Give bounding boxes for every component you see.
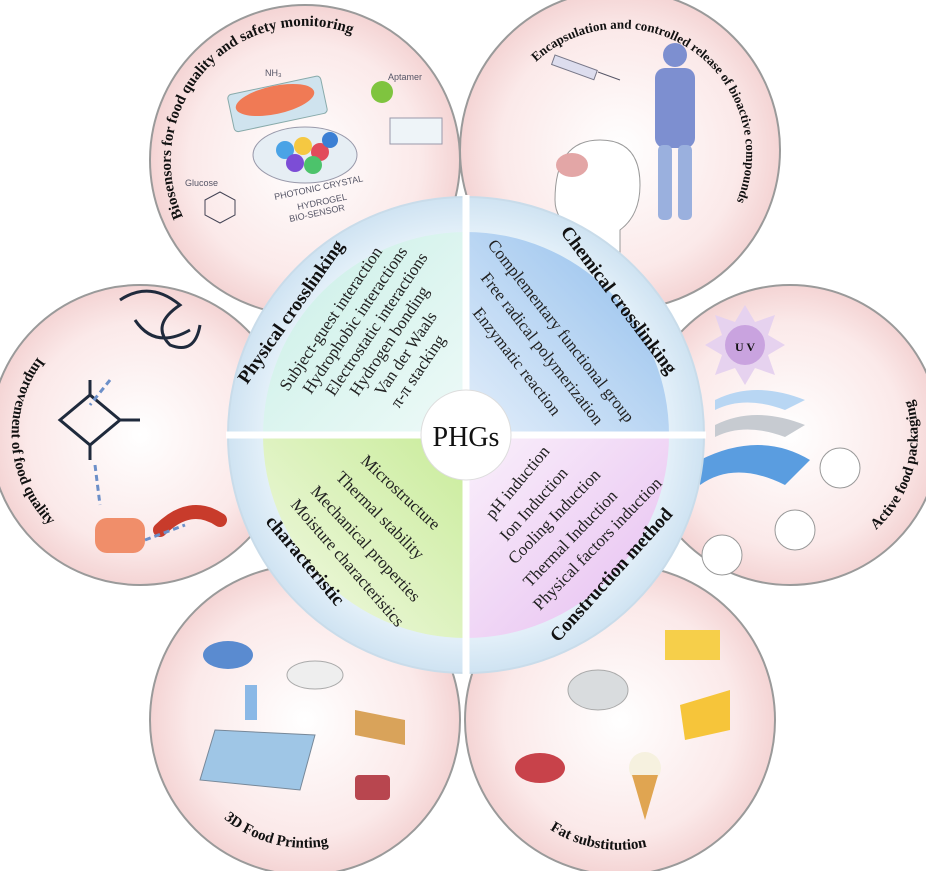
print-nozzle-icon — [245, 685, 257, 720]
uv-sun-icon: U V — [705, 305, 785, 385]
process-arrow-icon — [88, 379, 186, 542]
ice-cream-icon — [629, 752, 661, 820]
print-bed-icon — [199, 729, 316, 791]
polymer-network-icon — [57, 289, 202, 460]
quadrant-characteristic — [263, 435, 466, 638]
svg-text:U V: U V — [735, 340, 755, 354]
aptamer-label: Aptamer — [388, 72, 422, 82]
plate-carrot-icon — [286, 660, 344, 690]
meat-icon — [95, 518, 145, 553]
sausage-icon — [153, 505, 227, 537]
construction-method-text: pH induction Ion Induction Cooling Induc… — [482, 442, 678, 647]
photonic-crystal-dish-illustration — [252, 126, 358, 184]
petal-biosensors: Biosensors for food quality and safety m… — [149, 4, 461, 316]
cake-slice-icon — [355, 710, 405, 745]
apple-slice-icon — [819, 447, 861, 489]
bacteria-icon — [371, 81, 393, 103]
cheese-icon — [680, 690, 730, 740]
center-label: PHGs — [433, 422, 500, 453]
chart-screen-icon — [389, 117, 443, 145]
nh3-label: NH₃ — [265, 68, 282, 78]
steak-icon — [515, 753, 565, 783]
gel-cake-icon — [567, 669, 629, 711]
human-body-illustration — [655, 43, 695, 220]
apple-slice-icon — [701, 534, 743, 576]
petal-active-packaging: Active food packaging U V — [639, 284, 926, 586]
packaging-layers-illustration — [700, 390, 810, 485]
glucose-molecule-icon — [204, 191, 236, 224]
plate-icon — [203, 641, 253, 669]
apple-slice-icon — [774, 509, 816, 551]
central-disc: PHGs — [226, 195, 706, 675]
salmon-tray-illustration — [227, 75, 328, 133]
butter-icon — [665, 630, 720, 660]
glucose-label: Glucose — [185, 178, 218, 188]
meat-icon — [355, 775, 390, 800]
quadrant-physical — [263, 232, 466, 435]
syringe-icon — [550, 54, 621, 81]
quadrant-chemical — [466, 232, 669, 435]
quadrant-construction — [466, 435, 669, 638]
center-hub — [420, 389, 512, 481]
